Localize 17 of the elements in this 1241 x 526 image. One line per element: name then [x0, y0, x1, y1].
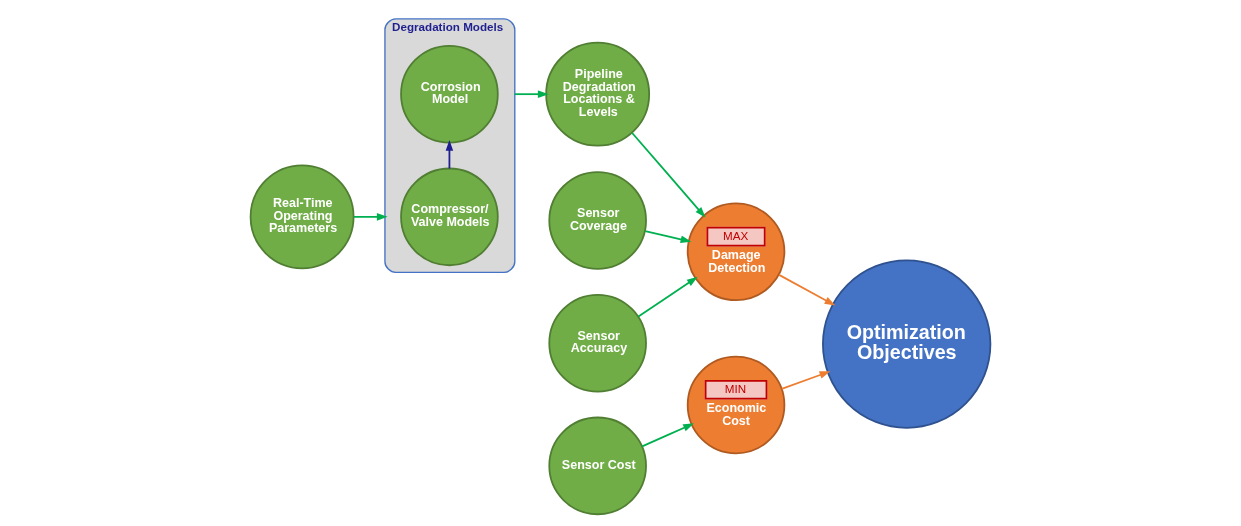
node-circle: Sensor Cost — [548, 416, 647, 516]
node-circle: Compressor/ Valve Models — [400, 167, 499, 267]
node-circle: Sensor Accuracy — [548, 293, 647, 393]
arrow — [778, 273, 836, 306]
node-circle: Sensor Coverage — [548, 171, 647, 270]
arrow — [637, 276, 698, 318]
arrow — [644, 230, 692, 244]
arrow — [780, 371, 831, 390]
arrow — [513, 90, 549, 98]
arrow — [445, 139, 454, 170]
node-circle: MIN Economic Cost — [686, 355, 786, 455]
node-circle: Real-Time Operating Parameters — [249, 164, 355, 270]
arrow — [641, 423, 694, 448]
arrow — [631, 131, 706, 218]
node-circle: Pipeline Degradation Locations & Levels — [545, 41, 651, 147]
arrow — [353, 213, 388, 221]
node-circle: Corrosion Model — [400, 44, 499, 144]
